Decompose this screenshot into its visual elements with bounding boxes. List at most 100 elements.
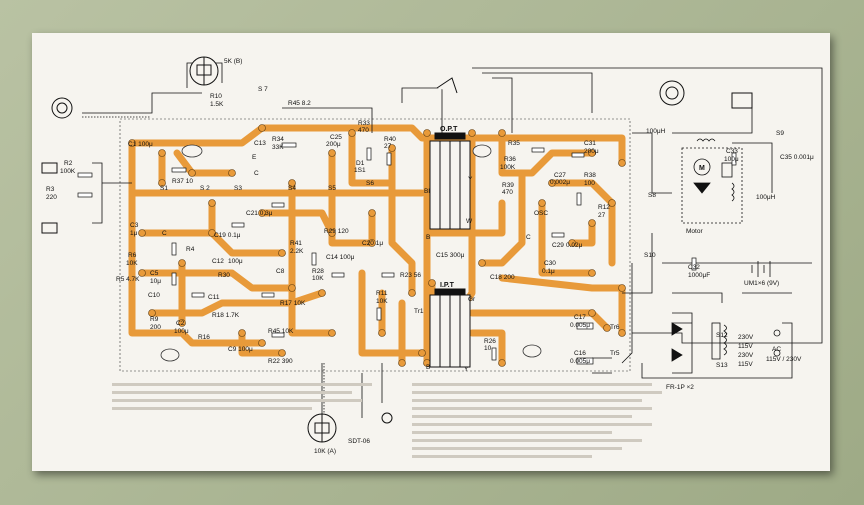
label-c29-value: 0.02μ [566,242,583,249]
label-c31: C31 [584,140,596,147]
label-r4: R4 [186,246,195,253]
label-s9: S9 [776,130,784,137]
label-fr: FR-1P ×2 [666,384,694,391]
label-r37: R37 10 [172,178,193,185]
label-r41-value: 2.2K [290,248,304,255]
label-ac: AC [772,346,781,353]
label-sdt: SDT-06 [348,438,370,445]
label-c12-value: 100μ [228,258,243,265]
label-r45-top: R45 8.2 [288,100,311,107]
label-r18: R18 1.7K [212,312,240,319]
label-c21: C21 0.3μ [246,210,273,217]
label-c8: C8 [276,268,285,275]
label-opt: O.P.T [440,126,458,133]
label-y-bottom: Y [464,366,469,373]
label-r9: R9 [150,316,159,323]
label-d1: D1 [356,160,365,167]
board-outline [119,118,631,372]
label-c14: C14 100μ [326,254,355,261]
label-c32-value: 1000μF [688,272,710,279]
label-d1-value: 1S1 [354,167,366,174]
label-c3: C3 [130,222,139,229]
label-s13: S13 [716,362,728,369]
label-tr6: Tr6 [610,324,620,331]
label-c18: C18 200 [490,274,515,281]
label-ipt: I.P.T [440,282,455,289]
transformer-ipt [429,288,471,368]
label-l100a: 100μH [646,128,666,135]
label-r29: R29 120 [324,228,349,235]
label-r9-value: 200 [150,324,161,331]
components [77,142,737,365]
label-gr: Gr [468,296,476,303]
label-c32: C32 [688,264,700,271]
label-r17: R17 10K [280,300,306,307]
label-c25-value: 200μ [326,141,341,148]
label-r16: R16 [198,334,210,341]
jacks [41,77,753,234]
label-r6-value: 10K [126,260,138,267]
label-r40-value: 27 [384,143,392,150]
label-tr5: Tr5 [610,350,620,357]
label-r35: R35 [508,140,520,147]
bleed-through-text [112,383,662,458]
label-motor: Motor [686,228,703,235]
label-c19: C19 0.1μ [214,232,241,239]
label-battery: UM1×6 (9V) [744,280,779,287]
label-r33: R33 [358,120,370,127]
label-c10: C10 [148,292,160,299]
label-r12-value: 27 [598,212,606,219]
label-c5: C5 [150,270,159,277]
label-r38: R38 [584,172,596,179]
label-r33-value: 470 [358,127,369,134]
label-c-1: C [162,230,167,237]
label-115b: 115V [738,361,753,368]
label-c2-value: 100μ [174,328,189,335]
label-r41: R41 [290,240,302,247]
label-c-2: C [254,170,259,177]
label-osc: OSC [534,210,548,217]
mounting-holes [160,144,542,362]
label-c17-value: 0.005μ [570,322,590,329]
label-c13: C13 [254,140,266,147]
label-c27: C27 [554,172,566,179]
label-r22: R22 390 [268,358,293,365]
label-r28: R28 [312,268,324,275]
label-c29: C29 [552,242,564,249]
power-section [671,261,793,374]
label-r26-value: 10 [484,345,492,352]
copper-traces [128,124,626,367]
label-c5-value: 10μ [150,278,161,285]
label-tr1: Tr1 [414,308,424,315]
label-r34-value: 33K [272,144,284,151]
label-r11-value: 10K [376,298,388,305]
motor-block [681,138,743,224]
label-s12: S12 [716,332,728,339]
label-r36: R36 [504,156,516,163]
label-c30-value: 0.1μ [542,268,555,275]
label-motor-m: M [699,165,705,172]
label-r6: R6 [128,252,137,259]
label-s1: S1 [160,185,168,192]
label-r40: R40 [384,136,396,143]
label-bl: Bl [424,188,430,195]
label-c1: C1 100μ [128,141,153,148]
label-c31-value: 200μ [584,148,599,155]
label-c-3: C [526,234,531,241]
wiring [82,62,823,418]
label-s10: S10 [644,252,656,259]
schematic-sheet: 5K (B) R10 1.5K S 7 R45 8.2 R2 100K R3 2… [32,33,830,471]
label-c35: C35 0.001μ [780,154,814,161]
label-w: W [466,218,473,225]
label-230a: 230V [738,334,754,341]
label-115a: 115V [738,343,753,350]
label-r3: R3 [46,186,55,193]
label-e: E [252,154,257,161]
pcb-diagram: 5K (B) R10 1.5K S 7 R45 8.2 R2 100K R3 2… [41,56,823,458]
label-r39: R39 [502,182,514,189]
label-c9: C9 100μ [228,346,253,353]
label-c33: C33 [726,148,738,155]
transformer-opt [429,132,471,230]
label-r23: R23 56 [400,272,421,279]
